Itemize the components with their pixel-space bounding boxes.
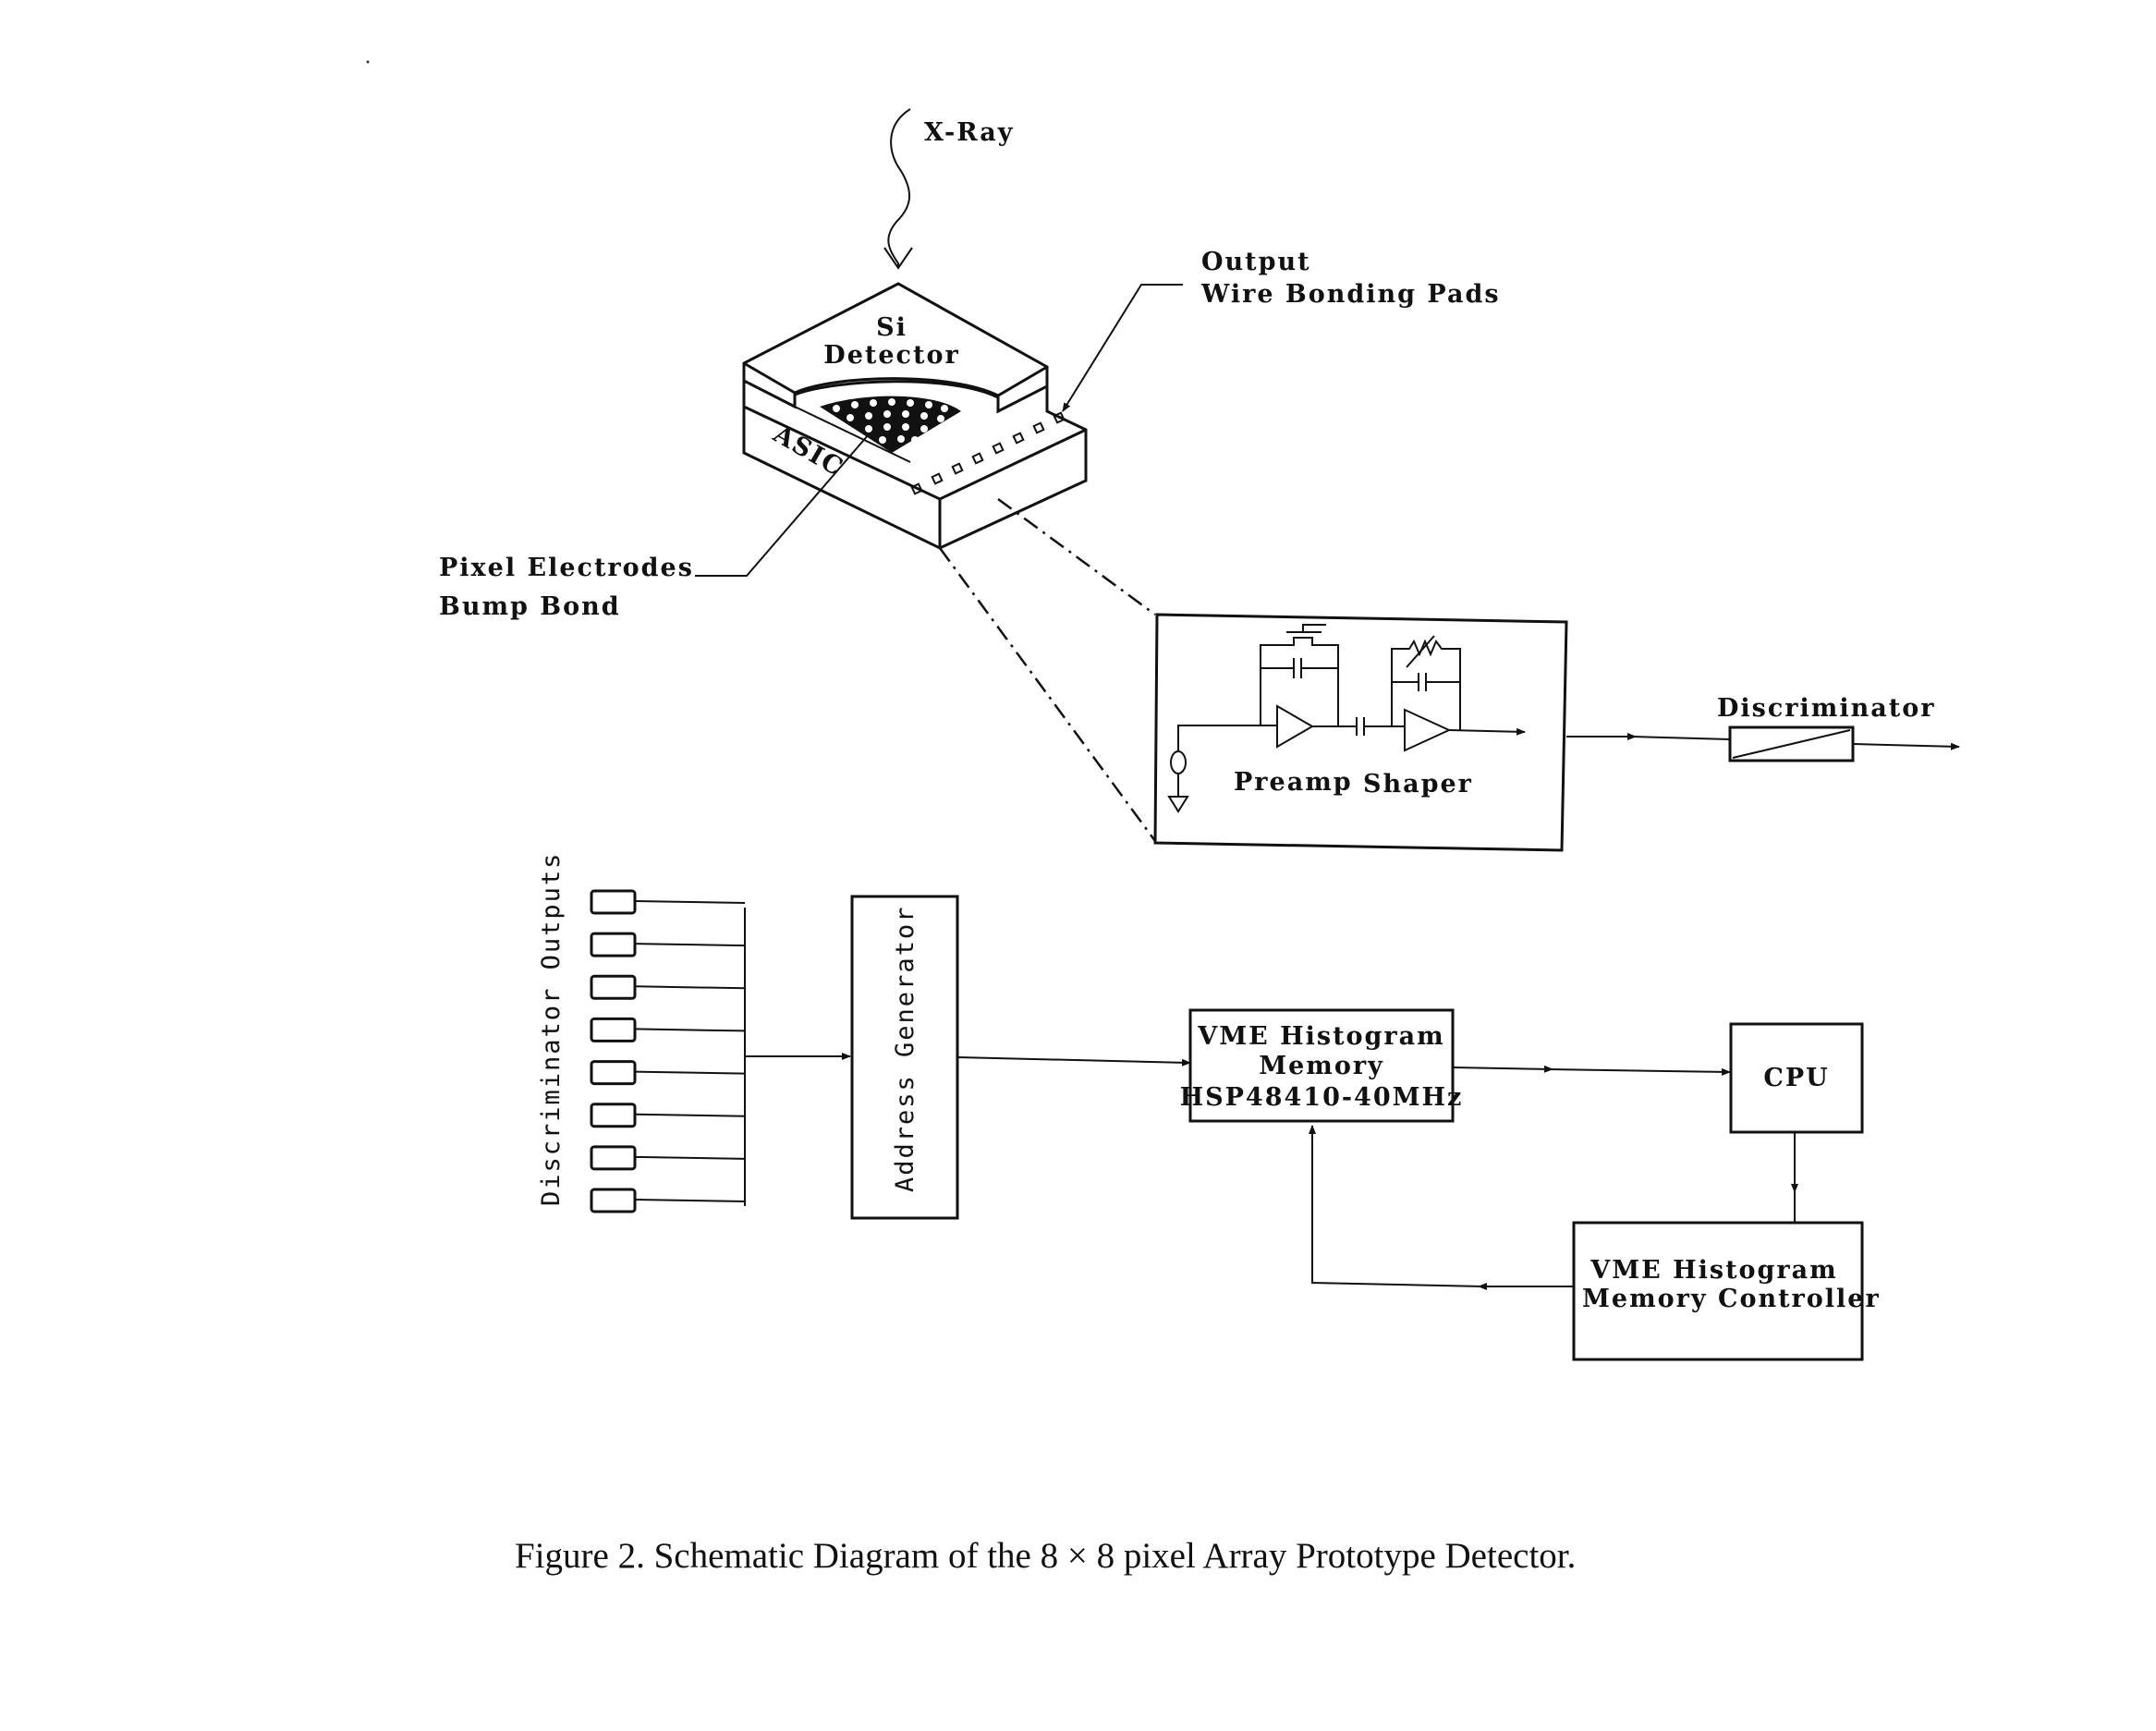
projection-line-upper	[997, 497, 1156, 616]
preamp-label: Preamp	[1234, 768, 1353, 797]
discriminator-outputs-group	[590, 889, 746, 1213]
discriminator-output-line	[634, 900, 746, 904]
discriminator-output-square	[590, 1017, 637, 1042]
discriminator-label: Discriminator	[1717, 694, 1935, 723]
to-vme-memory-arrow	[956, 1056, 1191, 1067]
controller-to-memory-arrow	[1309, 1125, 1484, 1287]
vme-histogram-memory-box	[1188, 1008, 1455, 1123]
ground-icon	[1167, 796, 1189, 813]
variable-resistor-icon	[1391, 639, 1461, 730]
shaper-label: Shaper	[1363, 770, 1473, 798]
discriminator-output-square	[590, 1060, 637, 1086]
detector-block	[742, 282, 1088, 550]
discriminator-output-line	[634, 1155, 746, 1160]
cpu-label: CPU	[1763, 1064, 1829, 1092]
discriminator-output-line	[634, 1028, 746, 1032]
controller-label-line2: Memory Controller	[1582, 1285, 1881, 1313]
xray-label: X-Ray	[924, 118, 1014, 147]
memory-controller-box	[1572, 1221, 1864, 1361]
coupling-capacitor-icon	[1349, 717, 1392, 736]
detector-label: Detector	[823, 341, 959, 370]
asic-label: ASIC	[768, 420, 849, 483]
discriminator-output-square	[590, 1145, 637, 1171]
discriminator-output-square	[590, 1188, 637, 1213]
output-label-line1: Output	[1201, 248, 1311, 276]
vme-memory-label-line2: Memory	[1259, 1052, 1384, 1080]
vme-memory-label-line1: VME Histogram	[1197, 1022, 1444, 1051]
address-generator-box	[850, 895, 959, 1220]
feedback-capacitor-icon	[1293, 658, 1302, 678]
pixel-label-line2: Bump Bond	[439, 592, 621, 621]
pixel-electrodes-leader	[695, 433, 870, 577]
memory-to-cpu-arrow	[1547, 1067, 1731, 1076]
discriminator-output-line	[634, 943, 746, 947]
discriminator-output-arrow	[1852, 742, 1960, 750]
output-pads-leader	[1062, 284, 1183, 412]
discriminator-slash	[1732, 729, 1851, 759]
channel-circuit-box	[1153, 613, 1568, 852]
cpu-box	[1729, 1022, 1864, 1134]
discriminator-outputs-label: Discriminator Outputs	[537, 852, 566, 1206]
xray-arrow	[883, 108, 913, 270]
shaper-triangle-icon	[1404, 708, 1452, 752]
discriminator-output-line	[634, 1199, 746, 1202]
discriminator-output-line	[634, 1113, 746, 1117]
discriminator-output-square	[590, 974, 637, 1000]
vme-memory-label-line3: HSP48410-40MHz	[1180, 1083, 1464, 1112]
projection-line-lower	[938, 547, 1157, 842]
preamp-shaper-circuit	[1167, 624, 1526, 813]
si-label: Si	[876, 313, 907, 342]
discriminator-output-square	[590, 932, 637, 957]
figure-caption: Figure 2. Schematic Diagram of the 8 × 8…	[515, 1536, 1576, 1576]
output-label-line2: Wire Bonding Pads	[1200, 280, 1501, 309]
controller-label-line1: VME Histogram	[1590, 1256, 1837, 1285]
memory-to-cpu-arrow-mid	[1452, 1065, 1553, 1073]
discriminator-output-square	[590, 1103, 637, 1128]
discriminator-output-line	[634, 985, 746, 990]
discriminator-output-square	[590, 889, 637, 915]
address-generator-label: Address Generator	[891, 906, 920, 1192]
pixel-label-line1: Pixel Electrodes	[439, 554, 694, 582]
discriminator-output-line	[634, 1070, 746, 1075]
stray-mark	[366, 60, 370, 64]
